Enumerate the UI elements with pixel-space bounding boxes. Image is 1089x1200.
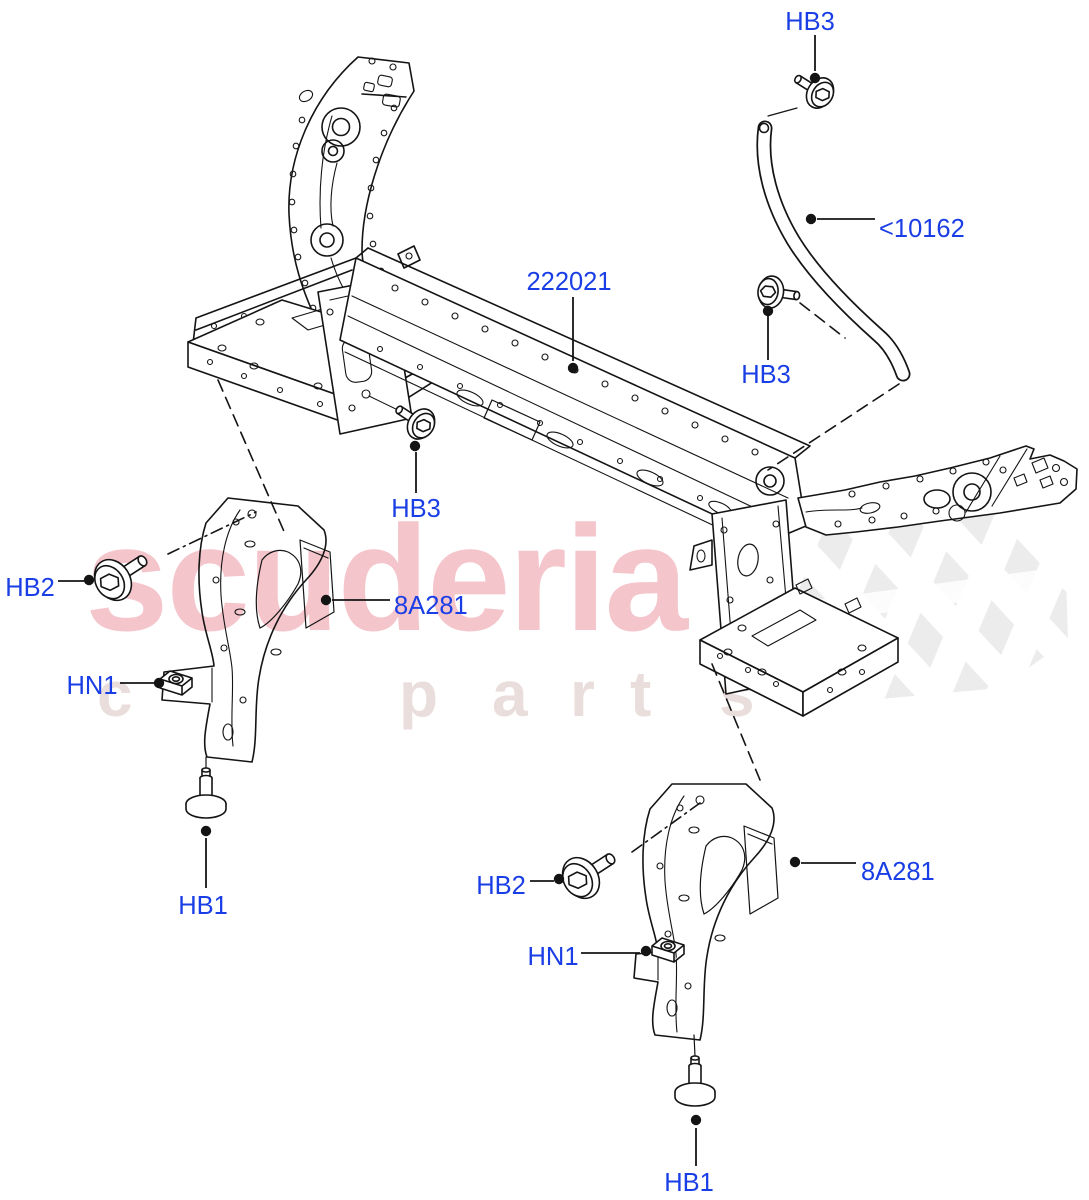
stud-hb1-left <box>185 767 227 819</box>
part-code-label-8a281-left[interactable]: 8A281 <box>394 592 468 620</box>
part-code-label-hb3-top[interactable]: HB3 <box>785 8 835 36</box>
callout-hb3-left: HB3 <box>391 440 441 523</box>
callout-dot <box>690 1114 702 1126</box>
assembly-alignment-lines <box>167 302 900 853</box>
watermark-brand-text: scuderia <box>85 494 690 662</box>
callout-8a281-right: 8A281 <box>789 856 935 886</box>
callout-dot <box>200 825 212 837</box>
right-mounting-tray <box>699 578 899 717</box>
part-code-label-hn1-right[interactable]: HN1 <box>527 943 578 971</box>
part-code-label-hb3-left[interactable]: HB3 <box>391 495 441 523</box>
part-code-label-hb1-right[interactable]: HB1 <box>664 1169 714 1197</box>
callout-hb2-left: HB2 <box>5 574 95 602</box>
bolt-hb3-left <box>395 405 436 440</box>
bolt-hb2-left <box>93 555 148 602</box>
nut-hn1-left <box>159 670 193 696</box>
front-panel-crossmember <box>339 245 811 553</box>
callout-dot <box>553 873 565 885</box>
callout-hb3-mid: HB3 <box>741 305 791 389</box>
part-code-label-hn1-left[interactable]: HN1 <box>66 672 117 700</box>
callout-8a281-left: 8A281 <box>320 592 468 620</box>
callout-hb2-right: HB2 <box>476 872 565 900</box>
right-side-bracket <box>633 783 779 1057</box>
callout-hb1-right: HB1 <box>664 1114 714 1197</box>
callout-dot <box>809 72 821 84</box>
callout-num10162: <10162 <box>805 213 965 243</box>
watermark-letter: a <box>492 658 528 730</box>
bolt-hb2-right <box>561 853 616 900</box>
callout-hb3-top: HB3 <box>785 8 835 84</box>
part-code-label-num222021[interactable]: 222021 <box>526 268 611 296</box>
stay-rod <box>756 107 911 382</box>
part-code-label-hb2-right[interactable]: HB2 <box>476 872 526 900</box>
callout-num222021: 222021 <box>526 268 612 374</box>
part-code-label-hb2-left[interactable]: HB2 <box>5 574 55 602</box>
watermark-letter: c <box>97 658 133 730</box>
callout-hn1-right: HN1 <box>527 943 652 971</box>
watermark-letter: t <box>630 658 651 730</box>
watermark-letter: r <box>570 658 595 730</box>
part-code-label-hb1-left[interactable]: HB1 <box>178 892 228 920</box>
part-code-label-8a281-right[interactable]: 8A281 <box>861 858 935 886</box>
nut-hn1-right <box>651 937 685 963</box>
callout-hn1-left: HN1 <box>66 672 165 700</box>
crossmember-right-wing <box>797 445 1078 536</box>
callout-dot <box>83 574 95 586</box>
callout-dot <box>567 362 579 374</box>
left-side-bracket <box>161 497 335 769</box>
callout-dot <box>789 856 801 868</box>
callout-dot <box>805 213 817 225</box>
part-code-label-hb3-mid[interactable]: HB3 <box>741 361 791 389</box>
callout-dot <box>762 305 774 317</box>
bolt-hb3-top <box>793 74 835 109</box>
part-code-label-num10162[interactable]: <10162 <box>879 215 965 243</box>
callout-dot <box>320 594 332 606</box>
callout-dot <box>409 440 421 452</box>
watermark-letter: p <box>399 658 438 730</box>
callout-dot <box>153 677 165 689</box>
stud-hb1-right <box>674 1055 716 1107</box>
callout-hb1-left: HB1 <box>178 825 228 920</box>
bolt-hb3-mid <box>757 275 801 309</box>
callout-dot <box>640 945 652 957</box>
